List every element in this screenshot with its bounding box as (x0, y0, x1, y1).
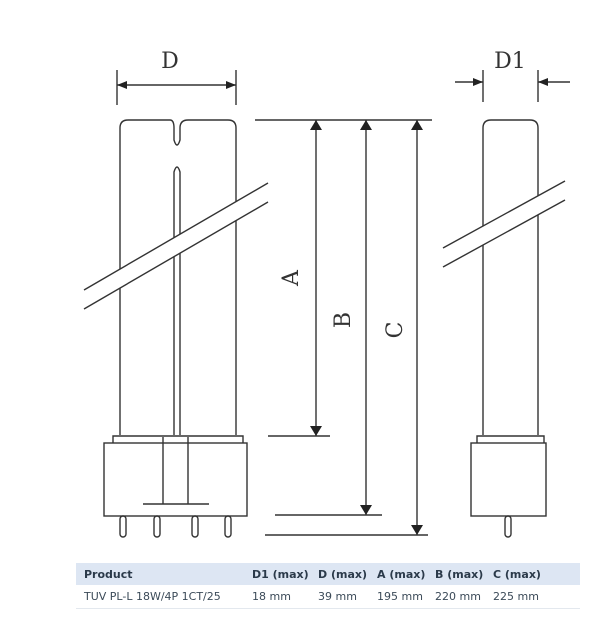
cell-a: 195 mm (369, 585, 427, 609)
lamp-side-view (442, 119, 566, 538)
cell-d: 39 mm (310, 585, 369, 609)
dimension-b: B (331, 120, 372, 515)
dimension-label-a: A (279, 269, 304, 287)
dimensions-table: Product D1 (max) D (max) A (max) B (max)… (76, 563, 580, 609)
dimension-label-c: C (383, 322, 408, 339)
header-product: Product (76, 563, 244, 585)
dimension-d1: D1 (455, 49, 570, 102)
dimension-d: D (116, 49, 237, 105)
header-b: B (max) (427, 563, 485, 585)
cell-b: 220 mm (427, 585, 485, 609)
lamp-dimension-drawing: D D1 A B C (83, 49, 570, 538)
table-header-row: Product D1 (max) D (max) A (max) B (max)… (76, 563, 580, 585)
cell-product: TUV PL-L 18W/4P 1CT/25 (76, 585, 244, 609)
dimension-label-d1: D1 (494, 49, 526, 74)
header-d: D (max) (310, 563, 369, 585)
header-a: A (max) (369, 563, 427, 585)
table-row: TUV PL-L 18W/4P 1CT/25 18 mm 39 mm 195 m… (76, 585, 580, 609)
header-c: C (max) (485, 563, 580, 585)
dimension-label-b: B (331, 312, 356, 328)
dimension-a: A (279, 120, 322, 436)
header-d1: D1 (max) (244, 563, 310, 585)
cell-c: 225 mm (485, 585, 580, 609)
dimension-c: C (383, 120, 423, 535)
dimension-label-d: D (161, 49, 179, 74)
lamp-front-view (83, 119, 269, 538)
cell-d1: 18 mm (244, 585, 310, 609)
